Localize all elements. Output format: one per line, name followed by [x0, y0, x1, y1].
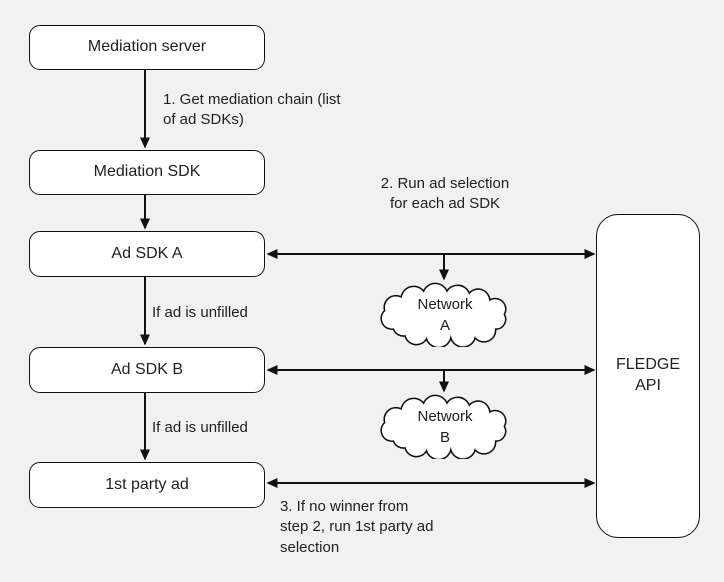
node-fledge-api: FLEDGE API [596, 214, 700, 538]
annotation-step-3: 3. If no winner from step 2, run 1st par… [280, 498, 434, 556]
annotation-if-ad-unfilled-a: If ad is unfilled [152, 304, 248, 321]
cloud-shape-icon [380, 394, 507, 459]
annotation-if-ad-unfilled-b: If ad is unfilled [152, 419, 248, 436]
node-mediation-sdk: Mediation SDK [29, 150, 265, 195]
annotation-step-1: 1. Get mediation chain (list of ad SDKs) [163, 91, 341, 129]
cloud-network-b-label: Network B [417, 407, 473, 446]
node-ad-sdk-b: Ad SDK B [29, 347, 265, 393]
cloud-network-a: Network A [372, 282, 518, 347]
cloud-shape-icon [380, 282, 507, 347]
node-1st-party-ad: 1st party ad [29, 462, 265, 508]
cloud-network-a-label: Network A [417, 295, 473, 334]
node-mediation-server: Mediation server [29, 25, 265, 70]
node-ad-sdk-a: Ad SDK A [29, 231, 265, 277]
cloud-network-b: Network B [372, 394, 518, 459]
annotation-step-2: 2. Run ad selection for each ad SDK [380, 175, 510, 213]
